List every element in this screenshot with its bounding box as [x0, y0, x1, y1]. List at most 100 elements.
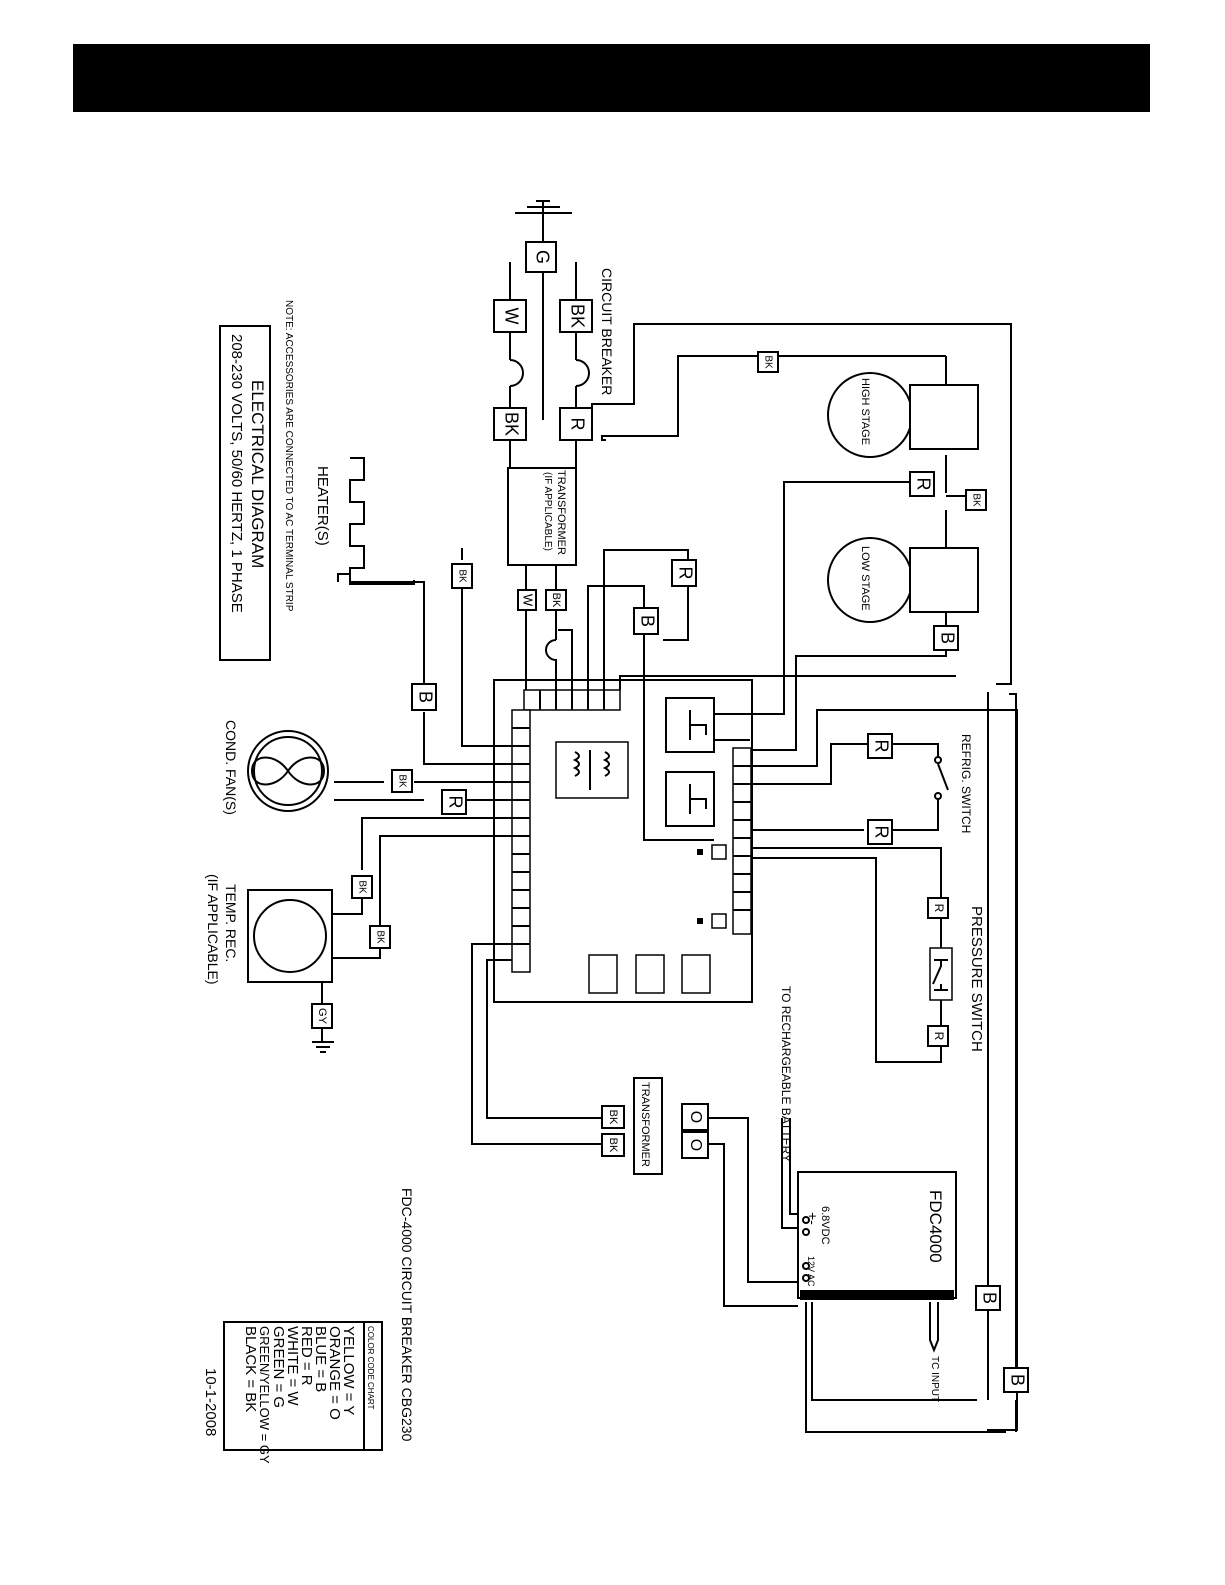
svg-text:BK: BK	[607, 1110, 619, 1125]
svg-text:LOW STAGE: LOW STAGE	[859, 546, 871, 611]
tag-bk-6: BK	[451, 563, 473, 589]
board-transformer-icon	[555, 741, 629, 799]
svg-text:O: O	[687, 1139, 704, 1151]
svg-text:6.8VDC: 6.8VDC	[819, 1206, 831, 1245]
tag-gy: GY	[311, 1003, 333, 1029]
chart-entry: BLUE = B	[312, 1326, 329, 1392]
svg-text:TRANSFORMER: TRANSFORMER	[555, 470, 567, 555]
ground-symbol-top	[515, 200, 572, 240]
svg-text:R: R	[567, 418, 587, 431]
date-label: 10-1-2008	[202, 1368, 219, 1436]
svg-text:TEMP. REC.: TEMP. REC.	[223, 884, 239, 962]
temp-recorder: TEMP. REC. (IF APPLICABLE)	[205, 874, 333, 984]
svg-text:HIGH STAGE: HIGH STAGE	[859, 378, 871, 445]
svg-text:R: R	[913, 478, 933, 491]
pressure-switch: R R PRESSURE SWITCH	[927, 897, 985, 1052]
color-code-chart: COLOR CODE CHART YELLOW = Y ORANGE = O B…	[223, 1321, 383, 1464]
tag-bk-7: BK	[391, 769, 413, 793]
tag-bk-11: BK	[601, 1133, 625, 1157]
board-right-terminals	[732, 747, 752, 935]
transformer-bottom: TRANSFORMER	[633, 1077, 663, 1175]
transformer-top: TRANSFORMER (IF APPLICABLE)	[507, 467, 577, 566]
tag-bk-3: BK	[545, 589, 567, 611]
circuit-breaker-label: CIRCUIT BREAKER	[599, 268, 615, 395]
chart-entry: GREEN/YELLOW = GY	[257, 1326, 272, 1464]
tag-bk-8: BK	[351, 875, 373, 899]
svg-text:B: B	[415, 691, 435, 703]
tag-b-3: B	[411, 683, 437, 711]
chart-entry: RED = R	[298, 1326, 315, 1386]
tag-w: W	[493, 299, 527, 333]
svg-text:W: W	[521, 594, 536, 607]
board-top-terminals	[523, 689, 621, 711]
header-bar	[73, 44, 1150, 112]
svg-text:R: R	[675, 567, 695, 580]
tag-bk-9: BK	[369, 925, 391, 949]
title-box: ELECTRICAL DIAGRAM 208-230 VOLTS, 50/60 …	[219, 325, 271, 661]
tag-r-3: R	[909, 471, 935, 497]
svg-text:R: R	[932, 904, 946, 913]
tag-b-4: B	[975, 1285, 1001, 1311]
tag-r-1: R	[559, 407, 593, 441]
cond-fan: COND. FAN(S)	[223, 720, 329, 815]
svg-text:R: R	[871, 826, 891, 839]
svg-text:BK: BK	[501, 412, 521, 436]
svg-text:GY: GY	[316, 1008, 328, 1025]
svg-text:12V AC: 12V AC	[806, 1256, 816, 1287]
tag-bk-4: BK	[757, 351, 779, 373]
tag-g: G	[525, 241, 557, 273]
svg-text:BK: BK	[970, 493, 981, 507]
svg-text:R: R	[932, 1032, 946, 1041]
svg-text:BK: BK	[374, 930, 385, 944]
svg-text:BK: BK	[550, 593, 562, 608]
svg-text:W: W	[501, 308, 521, 325]
tag-r-4: R	[441, 789, 467, 815]
tag-w-2: W	[517, 589, 537, 611]
svg-text:208-230 VOLTS, 50/60 HERTZ, 1: 208-230 VOLTS, 50/60 HERTZ, 1 PHASE	[228, 334, 245, 613]
wires	[312, 240, 1018, 1433]
svg-text:HEATER(S): HEATER(S)	[314, 466, 331, 546]
svg-text:BK: BK	[567, 304, 587, 328]
svg-text:COND. FAN(S): COND. FAN(S)	[223, 720, 239, 815]
tag-b-5: B	[1003, 1367, 1029, 1393]
svg-text:BK: BK	[762, 355, 773, 369]
heater: HEATER(S)	[314, 457, 415, 585]
svg-text:BK: BK	[396, 774, 407, 788]
svg-text:BK: BK	[356, 880, 367, 894]
to-battery-label: TO RECHARGEABLE BATTERY	[779, 986, 793, 1162]
fdc4000-controller: FDC4000 6.8VDC +- 12V AC TC INPUT	[797, 1171, 957, 1402]
svg-text:R: R	[445, 796, 465, 809]
svg-text:BK: BK	[607, 1138, 619, 1153]
tag-b-2: B	[933, 625, 959, 651]
tag-bk-5: BK	[965, 489, 987, 511]
tag-bk-10: BK	[601, 1105, 625, 1129]
svg-text:B: B	[637, 615, 657, 627]
svg-text:COLOR CODE CHART: COLOR CODE CHART	[366, 1326, 375, 1410]
tag-o-1: O	[681, 1103, 709, 1131]
tag-bk-1: BK	[559, 299, 593, 333]
svg-text:TC INPUT: TC INPUT	[929, 1356, 940, 1402]
svg-text:B: B	[937, 632, 957, 644]
chart-entry: BLACK = BK	[242, 1326, 259, 1412]
breaker-title: FDC-4000 CIRCUIT BREAKER CBG230	[399, 1188, 415, 1442]
note-label: NOTE: ACCESSORIES ARE CONNECTED TO AC TE…	[283, 300, 294, 612]
chart-entry: YELLOW = Y	[340, 1326, 357, 1415]
tag-b-1: B	[633, 607, 659, 635]
svg-text:(IF APPLICABLE): (IF APPLICABLE)	[542, 472, 553, 551]
svg-text:B: B	[979, 1292, 999, 1304]
chart-entry: GREEN = G	[270, 1326, 287, 1408]
svg-text:ELECTRICAL DIAGRAM: ELECTRICAL DIAGRAM	[248, 380, 267, 568]
chart-entry: ORANGE = O	[326, 1326, 343, 1420]
svg-text:B: B	[1007, 1374, 1027, 1386]
high-stage-compressor: HIGH STAGE	[827, 372, 979, 458]
svg-text:BK: BK	[456, 569, 467, 583]
svg-text:PRESSURE SWITCH: PRESSURE SWITCH	[968, 906, 985, 1052]
tag-o-2: O	[681, 1131, 709, 1159]
refrig-switch: R R REFRIG. SWITCH	[867, 733, 973, 845]
tag-r-2: R	[671, 559, 697, 587]
svg-text:O: O	[687, 1111, 704, 1123]
svg-text:(IF APPLICABLE): (IF APPLICABLE)	[205, 874, 221, 984]
chart-entry: WHITE = W	[284, 1326, 301, 1406]
svg-text:FDC4000: FDC4000	[926, 1190, 945, 1263]
